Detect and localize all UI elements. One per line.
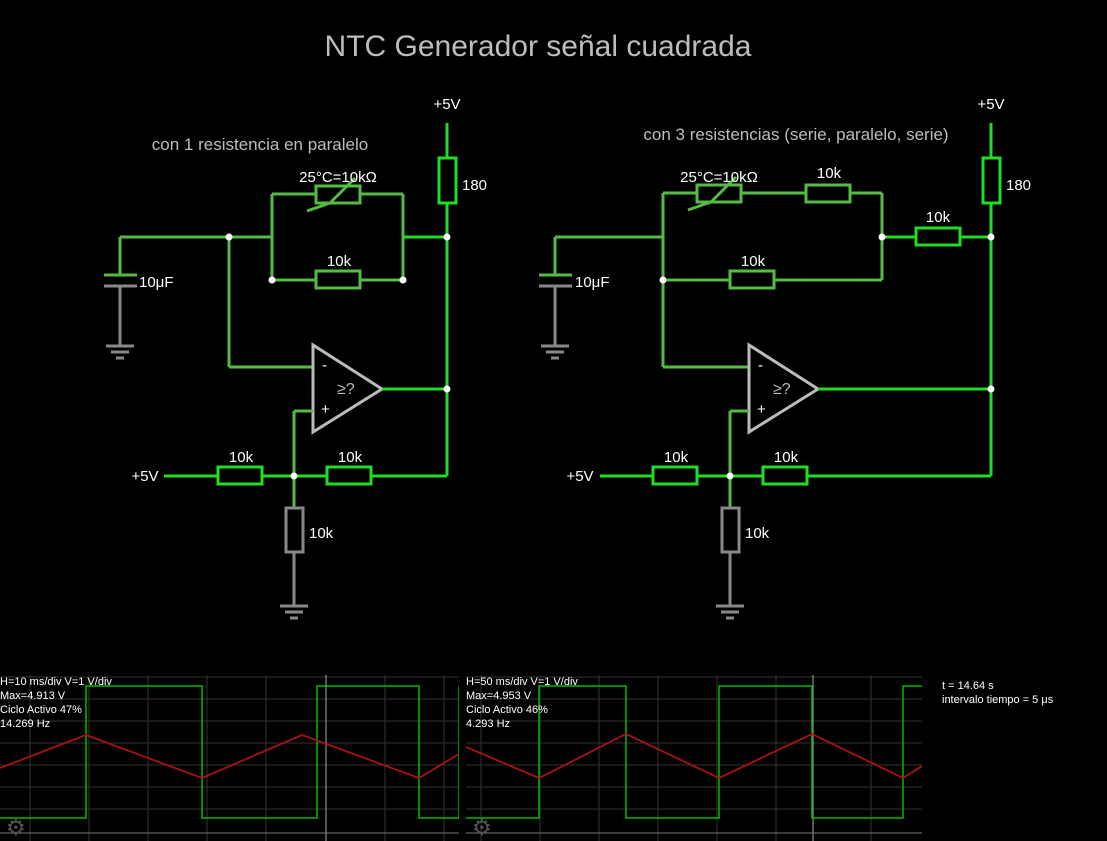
thermistor-label-left: 25°C=10kΩ: [299, 169, 377, 186]
junctions-right: [659, 233, 995, 480]
opamp-plus-right: +: [757, 401, 766, 418]
resistor-pullup-right[interactable]: [981, 123, 1002, 476]
opamp-minus-right: -: [758, 357, 763, 374]
capacitor-right[interactable]: [539, 237, 572, 360]
voltage-divider-right[interactable]: [600, 409, 991, 620]
capacitor-label-left: 10μF: [139, 274, 174, 291]
divider-bottom-label-right: 10k: [745, 525, 770, 542]
divider-right-label-right: 10k: [774, 449, 799, 466]
scope-right-max: Max=4.953 V: [466, 690, 532, 702]
opamp-left[interactable]: [311, 342, 447, 435]
scope-left-duty: Ciclo Activo 47%: [0, 704, 82, 716]
opamp-minus-left: -: [322, 357, 327, 374]
opamp-symbol-left: ≥?: [337, 381, 355, 398]
subtitle-right: con 3 resistencias (serie, paralelo, ser…: [643, 125, 948, 144]
scope-right-info: H=50 ms/div V=1 V/div Max=4.953 V Ciclo …: [466, 675, 578, 731]
vcc-top-label-left: +5V: [433, 96, 460, 113]
feedback-network-left[interactable]: [120, 176, 447, 290]
scope-left-plot: [0, 675, 459, 841]
pullup-label-left: 180: [462, 177, 487, 194]
pullup-label-right: 180: [1006, 177, 1031, 194]
gear-icon[interactable]: ⚙: [472, 815, 492, 840]
page-title: NTC Generador señal cuadrada: [324, 30, 752, 63]
resistor-pullup-left[interactable]: [437, 123, 458, 476]
scope-right-scale: H=50 ms/div V=1 V/div: [466, 676, 578, 688]
circuit-left: con 1 resistencia en paralelo +5V 180 25…: [104, 96, 487, 620]
vcc-left-label-right: +5V: [566, 468, 593, 485]
scope-right-plot: [466, 675, 922, 841]
parallel-resistor-label-left: 10k: [327, 253, 352, 270]
voltage-divider-left[interactable]: [164, 409, 447, 620]
divider-right-label-left: 10k: [338, 449, 363, 466]
circuit-schematic: con 1 resistencia en paralelo +5V 180 25…: [104, 96, 1031, 620]
scope-left-max: Max=4.913 V: [0, 690, 66, 702]
divider-left-label-right: 10k: [664, 449, 689, 466]
gear-icon[interactable]: ⚙: [6, 815, 26, 840]
subtitle-left: con 1 resistencia en paralelo: [152, 135, 368, 154]
sim-interval: intervalo tiempo = 5 μs: [942, 694, 1054, 706]
vcc-left-label-left: +5V: [131, 468, 158, 485]
junctions-left: [225, 233, 451, 480]
scope-left-scale: H=10 ms/div V=1 V/div: [0, 676, 112, 688]
series-out-label-right: 10k: [926, 209, 951, 226]
feedback-network-right[interactable]: [555, 175, 991, 290]
opamp-plus-left: +: [321, 401, 330, 418]
scope-right[interactable]: H=50 ms/div V=1 V/div Max=4.953 V Ciclo …: [466, 675, 922, 841]
scope-left-info: H=10 ms/div V=1 V/div Max=4.913 V Ciclo …: [0, 675, 112, 731]
sim-time: t = 14.64 s: [942, 680, 994, 692]
circuit-right: con 3 resistencias (serie, paralelo, ser…: [539, 96, 1031, 620]
capacitor-label-right: 10μF: [575, 274, 610, 291]
divider-bottom-label-left: 10k: [309, 525, 334, 542]
divider-left-label-left: 10k: [229, 449, 254, 466]
capacitor-left[interactable]: [104, 237, 137, 360]
opamp-symbol-right: ≥?: [773, 381, 791, 398]
opamp-right[interactable]: [747, 342, 991, 435]
thermistor-label-right: 25°C=10kΩ: [680, 169, 758, 186]
scope-right-duty: Ciclo Activo 46%: [466, 704, 548, 716]
scope-left-freq: 14.269 Hz: [0, 718, 51, 730]
series-top-label-right: 10k: [817, 165, 842, 182]
scope-left[interactable]: H=10 ms/div V=1 V/div Max=4.913 V Ciclo …: [0, 675, 459, 841]
parallel-resistor-label-right: 10k: [741, 253, 766, 270]
simulation-info: t = 14.64 s intervalo tiempo = 5 μs: [942, 679, 1053, 707]
vcc-top-label-right: +5V: [977, 96, 1004, 113]
scope-right-freq: 4.293 Hz: [466, 718, 511, 730]
